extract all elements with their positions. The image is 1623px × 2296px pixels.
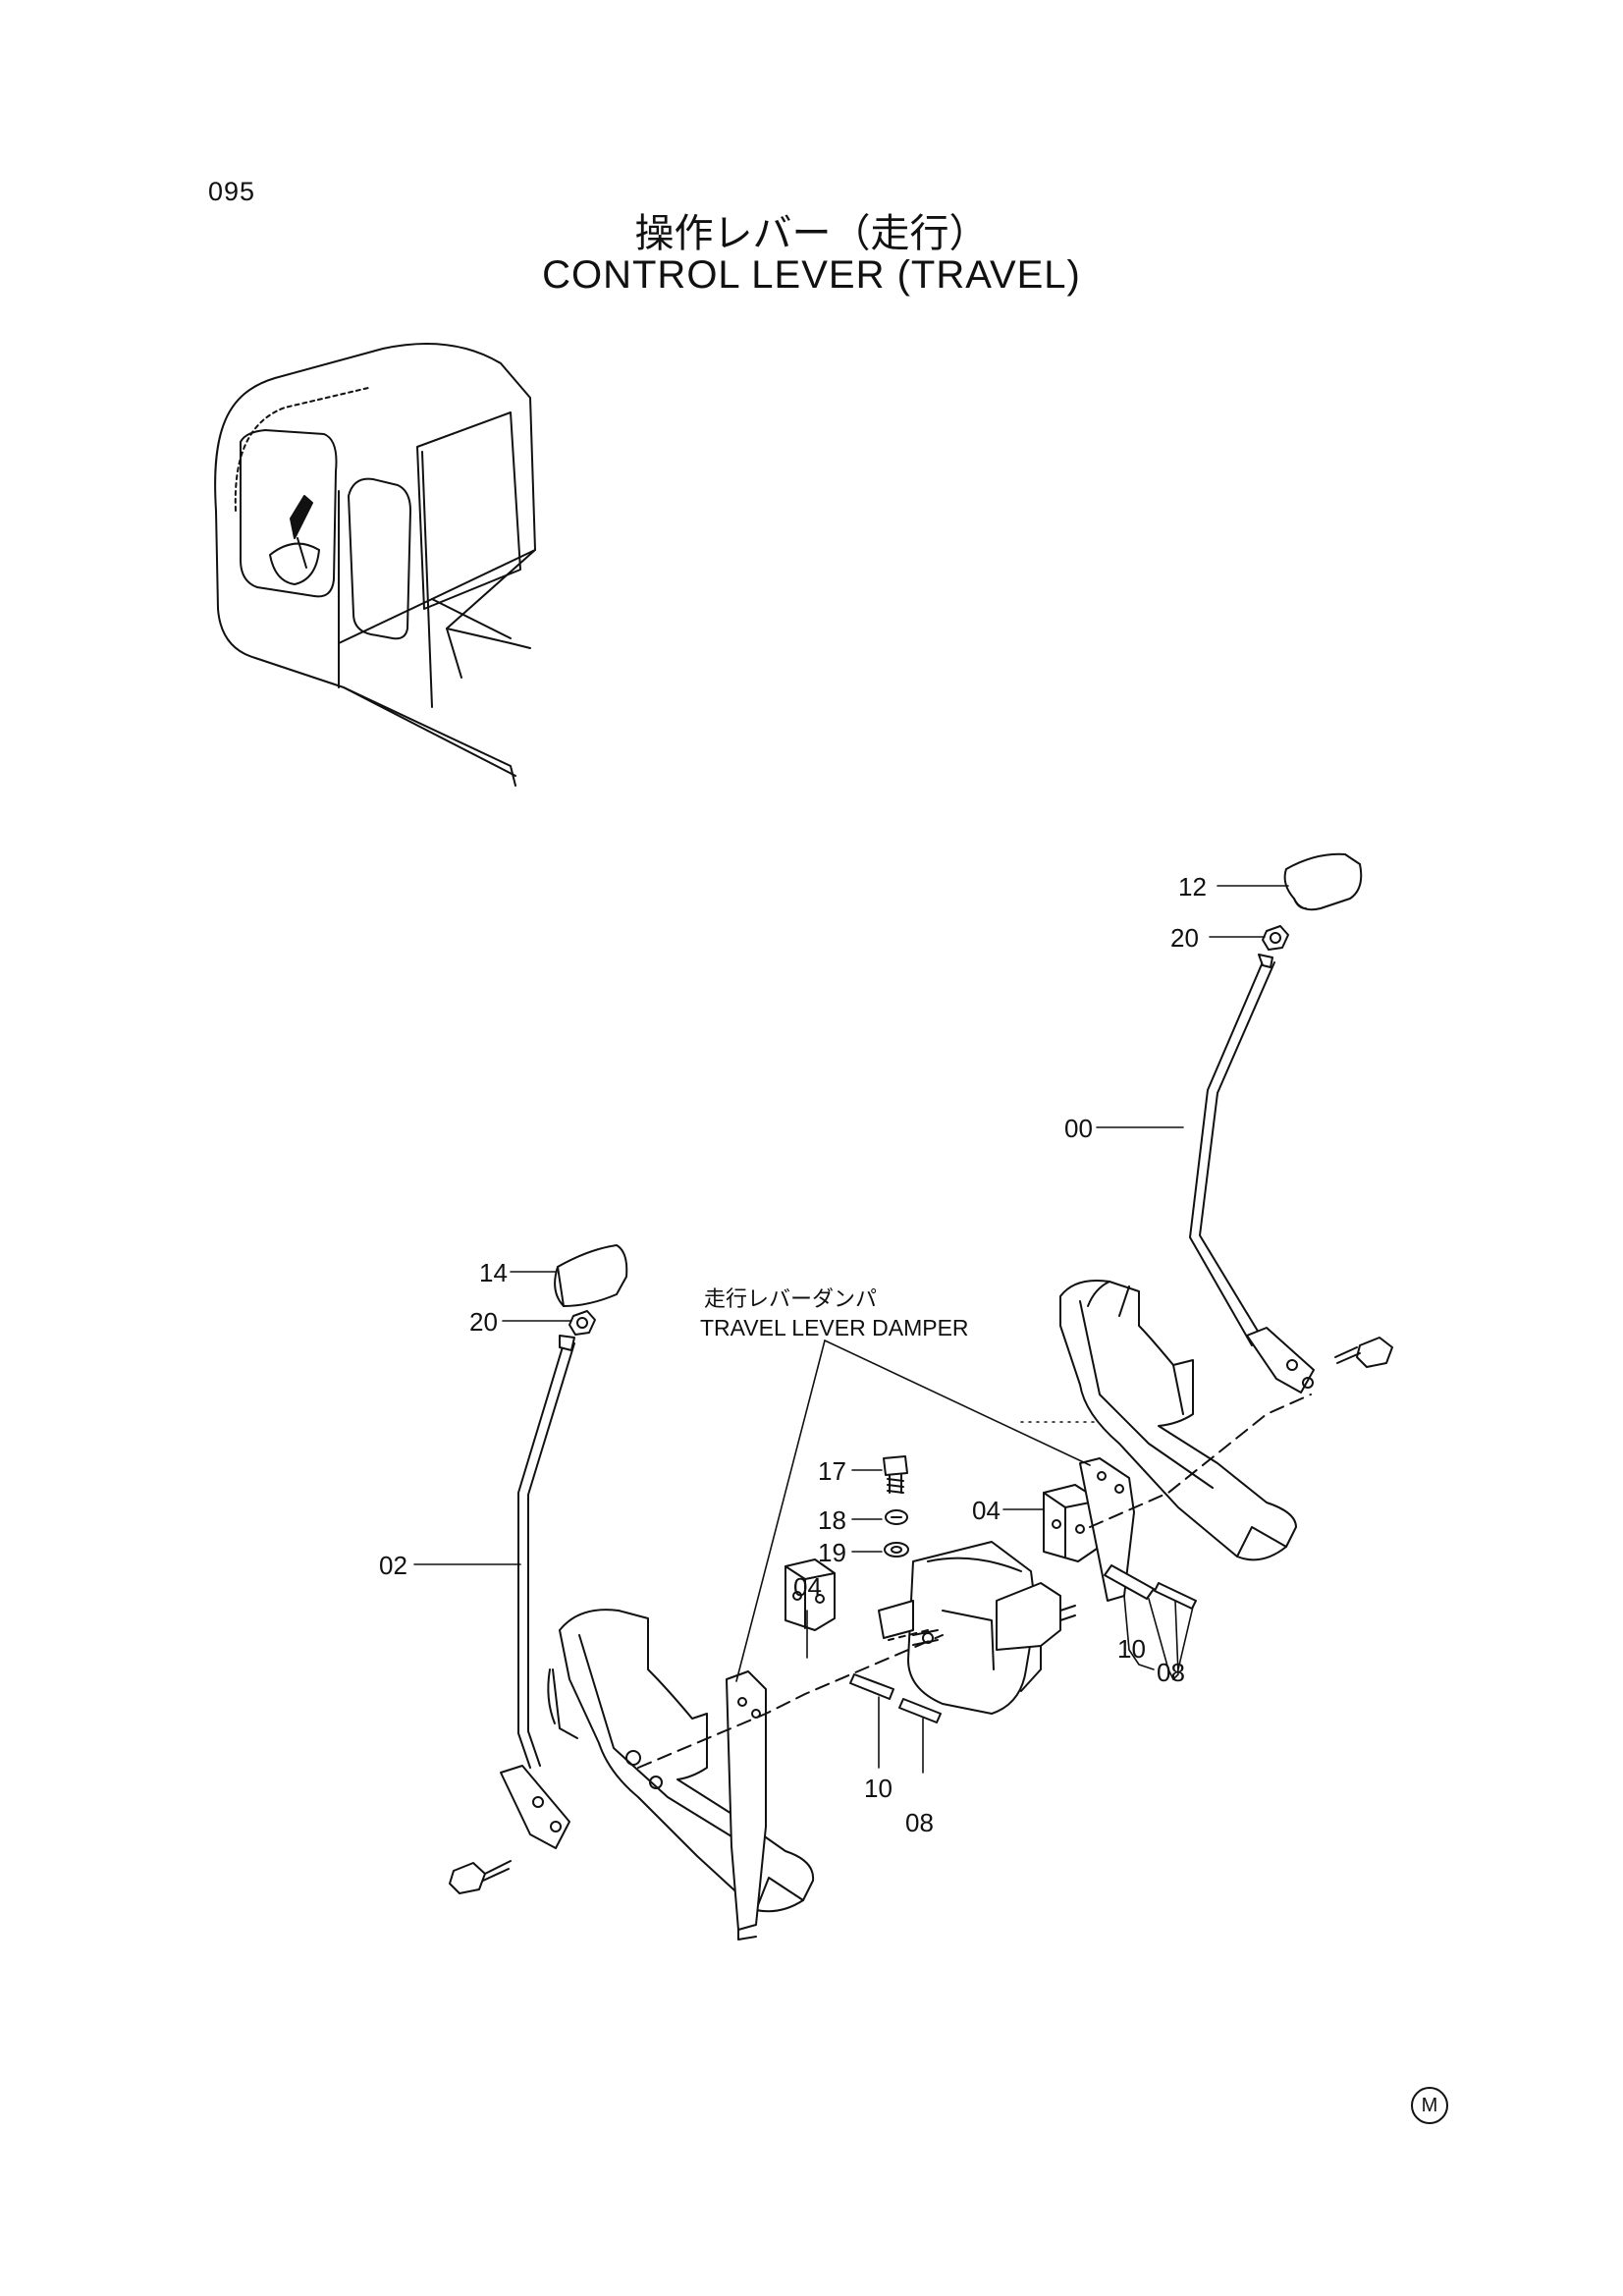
leader-lines	[413, 885, 1289, 1774]
circled-m-mark: M	[1411, 2087, 1448, 2124]
callout-19: 19	[818, 1538, 846, 1567]
callout-08-left: 08	[905, 1808, 934, 1837]
note-english: TRAVEL LEVER DAMPER	[700, 1315, 969, 1340]
callout-02: 02	[379, 1551, 407, 1580]
callout-12: 12	[1178, 872, 1207, 902]
cab-illustration	[214, 343, 536, 787]
callout-10-left: 10	[864, 1774, 893, 1803]
callout-08-right: 08	[1157, 1658, 1185, 1687]
callout-10-right: 10	[1117, 1634, 1146, 1664]
callout-04-right: 04	[972, 1496, 1001, 1525]
callout-04-left: 04	[793, 1572, 822, 1602]
callout-20-left: 20	[469, 1307, 498, 1337]
left-lever-assembly	[449, 1244, 815, 1941]
right-lever-assembly	[1059, 852, 1393, 1561]
damper-assembly	[637, 1394, 1312, 1769]
note-japanese: 走行レバーダンパ	[704, 1287, 877, 1312]
callout-20-right: 20	[1170, 923, 1199, 953]
title-japanese: 操作レバー（走行）	[634, 211, 989, 256]
callout-00: 00	[1064, 1114, 1093, 1143]
callout-17: 17	[818, 1456, 846, 1486]
callout-14: 14	[479, 1258, 508, 1287]
page-number: 095	[208, 177, 256, 206]
title-english: CONTROL LEVER (TRAVEL)	[542, 253, 1081, 297]
callout-18: 18	[818, 1505, 846, 1535]
